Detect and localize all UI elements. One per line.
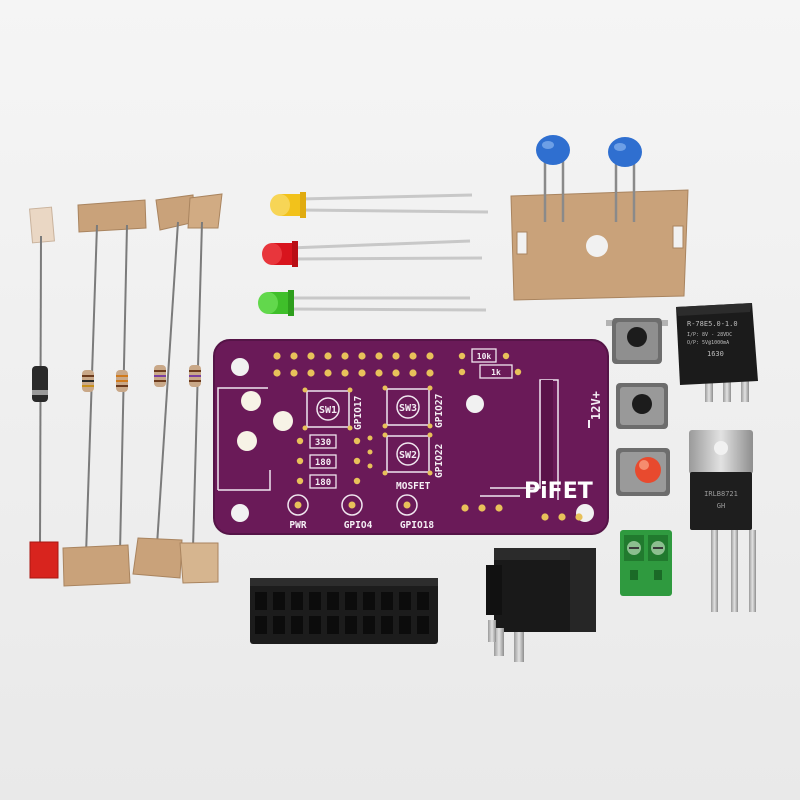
led-yellow [270,192,489,218]
switch-label-2: SW3 [399,403,417,414]
switch-label-1: SW1 [319,405,337,416]
pifet-pcb: SW1 SW3 SW2 GPIO17 GPIO27 GPIO22 MOSFET … [213,339,609,535]
regulator-line-3: O/P: 5V@1000mA [687,340,729,346]
gpio27-label: GPIO27 [434,394,445,428]
regulator-line-2: I/P: 8V - 28VDC [687,332,732,338]
tactile-button-3 [616,448,670,496]
gpio18-label: GPIO18 [400,520,435,531]
tactile-button-1 [606,318,668,364]
led-green [258,290,487,316]
regulator-module: R-78E5.0-1.0 I/P: 8V - 28VDC O/P: 5V@100… [676,303,758,402]
resistor-value-3: 180 [315,478,331,488]
dc-barrel-jack [486,548,596,662]
resistor-value-2: 180 [315,458,331,468]
regulator-code: 1630 [707,350,724,358]
mosfet-label: MOSFET [396,481,431,492]
terminal-block [620,530,672,596]
voltage-label: 12V+ [589,391,603,420]
led-red [262,239,483,267]
diode [29,206,59,579]
tactile-button-2 [616,383,668,429]
regulator-line-1: R-78E5.0-1.0 [687,320,738,328]
female-header [250,562,438,644]
gpio22-label: GPIO22 [434,444,445,478]
ceramic-capacitors [510,135,689,301]
mosfet-marking-2: GH [717,502,725,510]
mosfet-marking-1: IRLB8721 [704,490,738,498]
switch-label-3: SW2 [399,450,417,461]
mosfet-to220: IRLB8721 GH [689,430,756,612]
resistor-value-10k: 10k [477,352,492,361]
resistor-value-1k: 1k [491,368,501,377]
gpio4-label: GPIO4 [344,520,373,531]
gpio17-label: GPIO17 [353,396,364,430]
resistor-strip [62,193,223,587]
pwr-label: PWR [289,520,306,531]
board-title: PiFET [524,479,593,504]
resistor-value-1: 330 [315,438,331,448]
